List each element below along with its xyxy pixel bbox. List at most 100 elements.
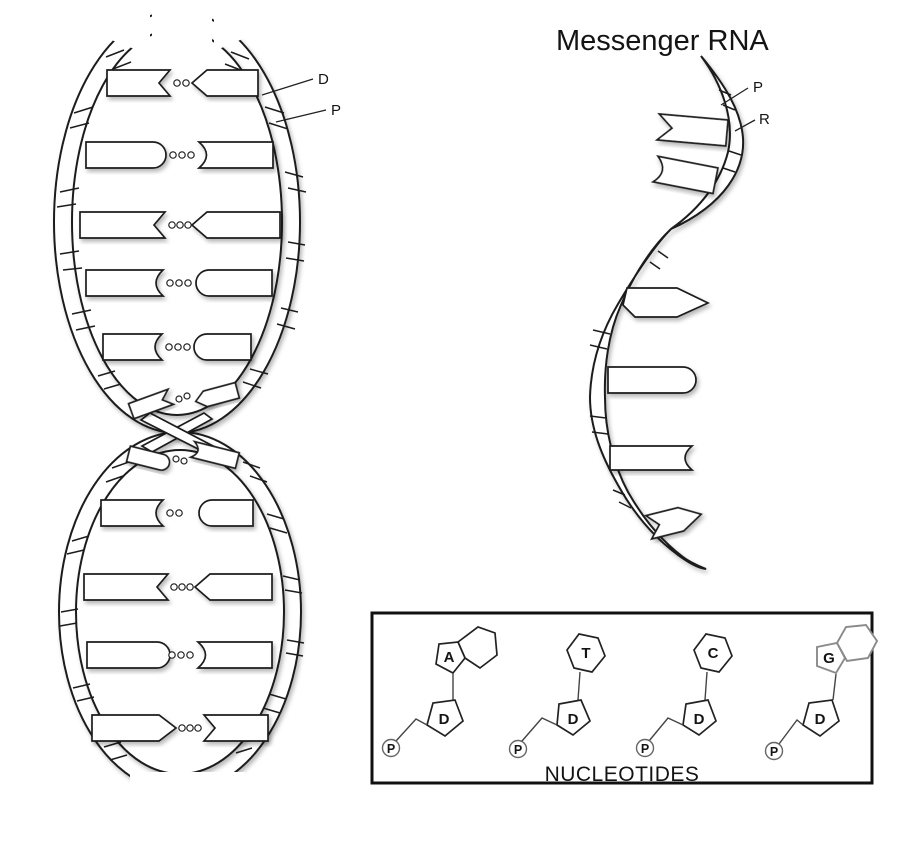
- h-bond-dot: [175, 279, 183, 287]
- sugar-letter: D: [439, 711, 450, 728]
- tick: [249, 475, 268, 483]
- base-sugar-bond: [832, 673, 837, 701]
- base-ring: [816, 641, 847, 675]
- base-left: [85, 141, 167, 169]
- dna-callouts: D P: [261, 71, 341, 123]
- base-ring: [693, 633, 733, 673]
- tick: [62, 267, 83, 271]
- h-bond-dot: [178, 151, 186, 159]
- tick: [612, 489, 626, 496]
- mrna-bases: [607, 112, 729, 541]
- base-letter: C: [708, 645, 719, 662]
- tick: [268, 122, 289, 130]
- tick: [268, 693, 287, 700]
- base-left: [91, 714, 178, 742]
- tick: [285, 652, 304, 657]
- tick: [728, 150, 742, 156]
- h-bond-dot: [178, 583, 186, 591]
- tick: [56, 203, 77, 208]
- phosphate-circle: [764, 741, 784, 761]
- base-ring: [435, 641, 466, 675]
- sugar-pentagon: [802, 699, 840, 738]
- base-letter: G: [823, 650, 835, 667]
- mrna-base: [654, 112, 729, 147]
- phosphate-circle: [635, 738, 655, 758]
- h-bond-dot: [186, 583, 194, 591]
- phosphate-letter: P: [641, 742, 649, 756]
- open-end-mask-top: [86, 0, 268, 56]
- mrna-title: Messenger RNA: [556, 25, 769, 57]
- tick: [287, 187, 307, 193]
- tick: [618, 501, 632, 509]
- base-right: [198, 499, 254, 527]
- sugar-phosphate-bond: [648, 717, 684, 742]
- h-bond-dot: [186, 724, 194, 732]
- tick: [276, 323, 296, 330]
- phosphate-circle: [508, 739, 528, 759]
- h-bond-dot: [172, 455, 180, 463]
- sugar-phosphate-bond: [521, 717, 558, 742]
- tick: [285, 257, 305, 262]
- tick: [109, 754, 128, 761]
- tick: [287, 241, 306, 246]
- h-bond-dot: [174, 343, 182, 351]
- backbone-ticks: [56, 49, 307, 390]
- base-right: [190, 69, 259, 97]
- tick: [60, 608, 79, 613]
- tick: [657, 250, 669, 259]
- tick: [72, 683, 91, 689]
- dna-upper-base-pairs: [79, 69, 281, 420]
- mrna-base: [643, 506, 703, 541]
- tick: [722, 104, 736, 111]
- h-bond-dot: [178, 724, 186, 732]
- h-bond-dot: [187, 151, 195, 159]
- tick: [280, 307, 299, 313]
- mrna-backbone-upper-bow: [670, 55, 745, 230]
- h-bond-dot: [168, 221, 176, 229]
- h-bond-dot: [186, 651, 194, 659]
- base-left: [102, 333, 165, 361]
- phosphate-label: P: [331, 102, 341, 119]
- base-left: [79, 211, 167, 239]
- tick: [242, 381, 262, 389]
- base-left: [127, 387, 176, 420]
- h-bond-dot: [166, 279, 174, 287]
- sugar-phosphate-bond: [778, 718, 804, 745]
- tick: [76, 696, 95, 702]
- mrna-backbone-ticks: [589, 89, 742, 509]
- base-right: [195, 641, 273, 669]
- base-left: [100, 499, 166, 527]
- h-bond-dot: [183, 392, 191, 400]
- leader-line-d: [261, 78, 314, 96]
- base-right: [193, 573, 273, 601]
- purine-hexagon-ring-shaded: [835, 623, 879, 663]
- h-bond-dot: [169, 151, 177, 159]
- h-bond-dot: [177, 651, 185, 659]
- base-sugar-bond: [704, 671, 708, 701]
- base-letter: A: [444, 649, 455, 666]
- sugar-pentagon: [426, 699, 465, 738]
- tick: [97, 370, 116, 377]
- h-bond-dot: [184, 221, 192, 229]
- base-right: [190, 211, 281, 239]
- h-bond-dot: [182, 79, 190, 87]
- base-right: [195, 269, 273, 297]
- sugar-pentagon: [682, 699, 718, 737]
- phosphate-letter: P: [770, 745, 778, 759]
- h-bond-dot: [175, 509, 183, 517]
- base-right: [194, 381, 241, 408]
- sugar-letter: D: [694, 711, 705, 728]
- h-bond-dot: [184, 279, 192, 287]
- h-bond-dot: [166, 509, 174, 517]
- tick: [235, 747, 253, 754]
- mrna-base: [609, 445, 695, 471]
- tick: [722, 167, 736, 173]
- leader-line-p: [720, 87, 749, 106]
- tick: [266, 513, 285, 520]
- tick: [269, 527, 288, 534]
- tick: [66, 549, 85, 555]
- tick: [59, 187, 80, 193]
- tick: [105, 49, 125, 58]
- tick: [103, 741, 122, 748]
